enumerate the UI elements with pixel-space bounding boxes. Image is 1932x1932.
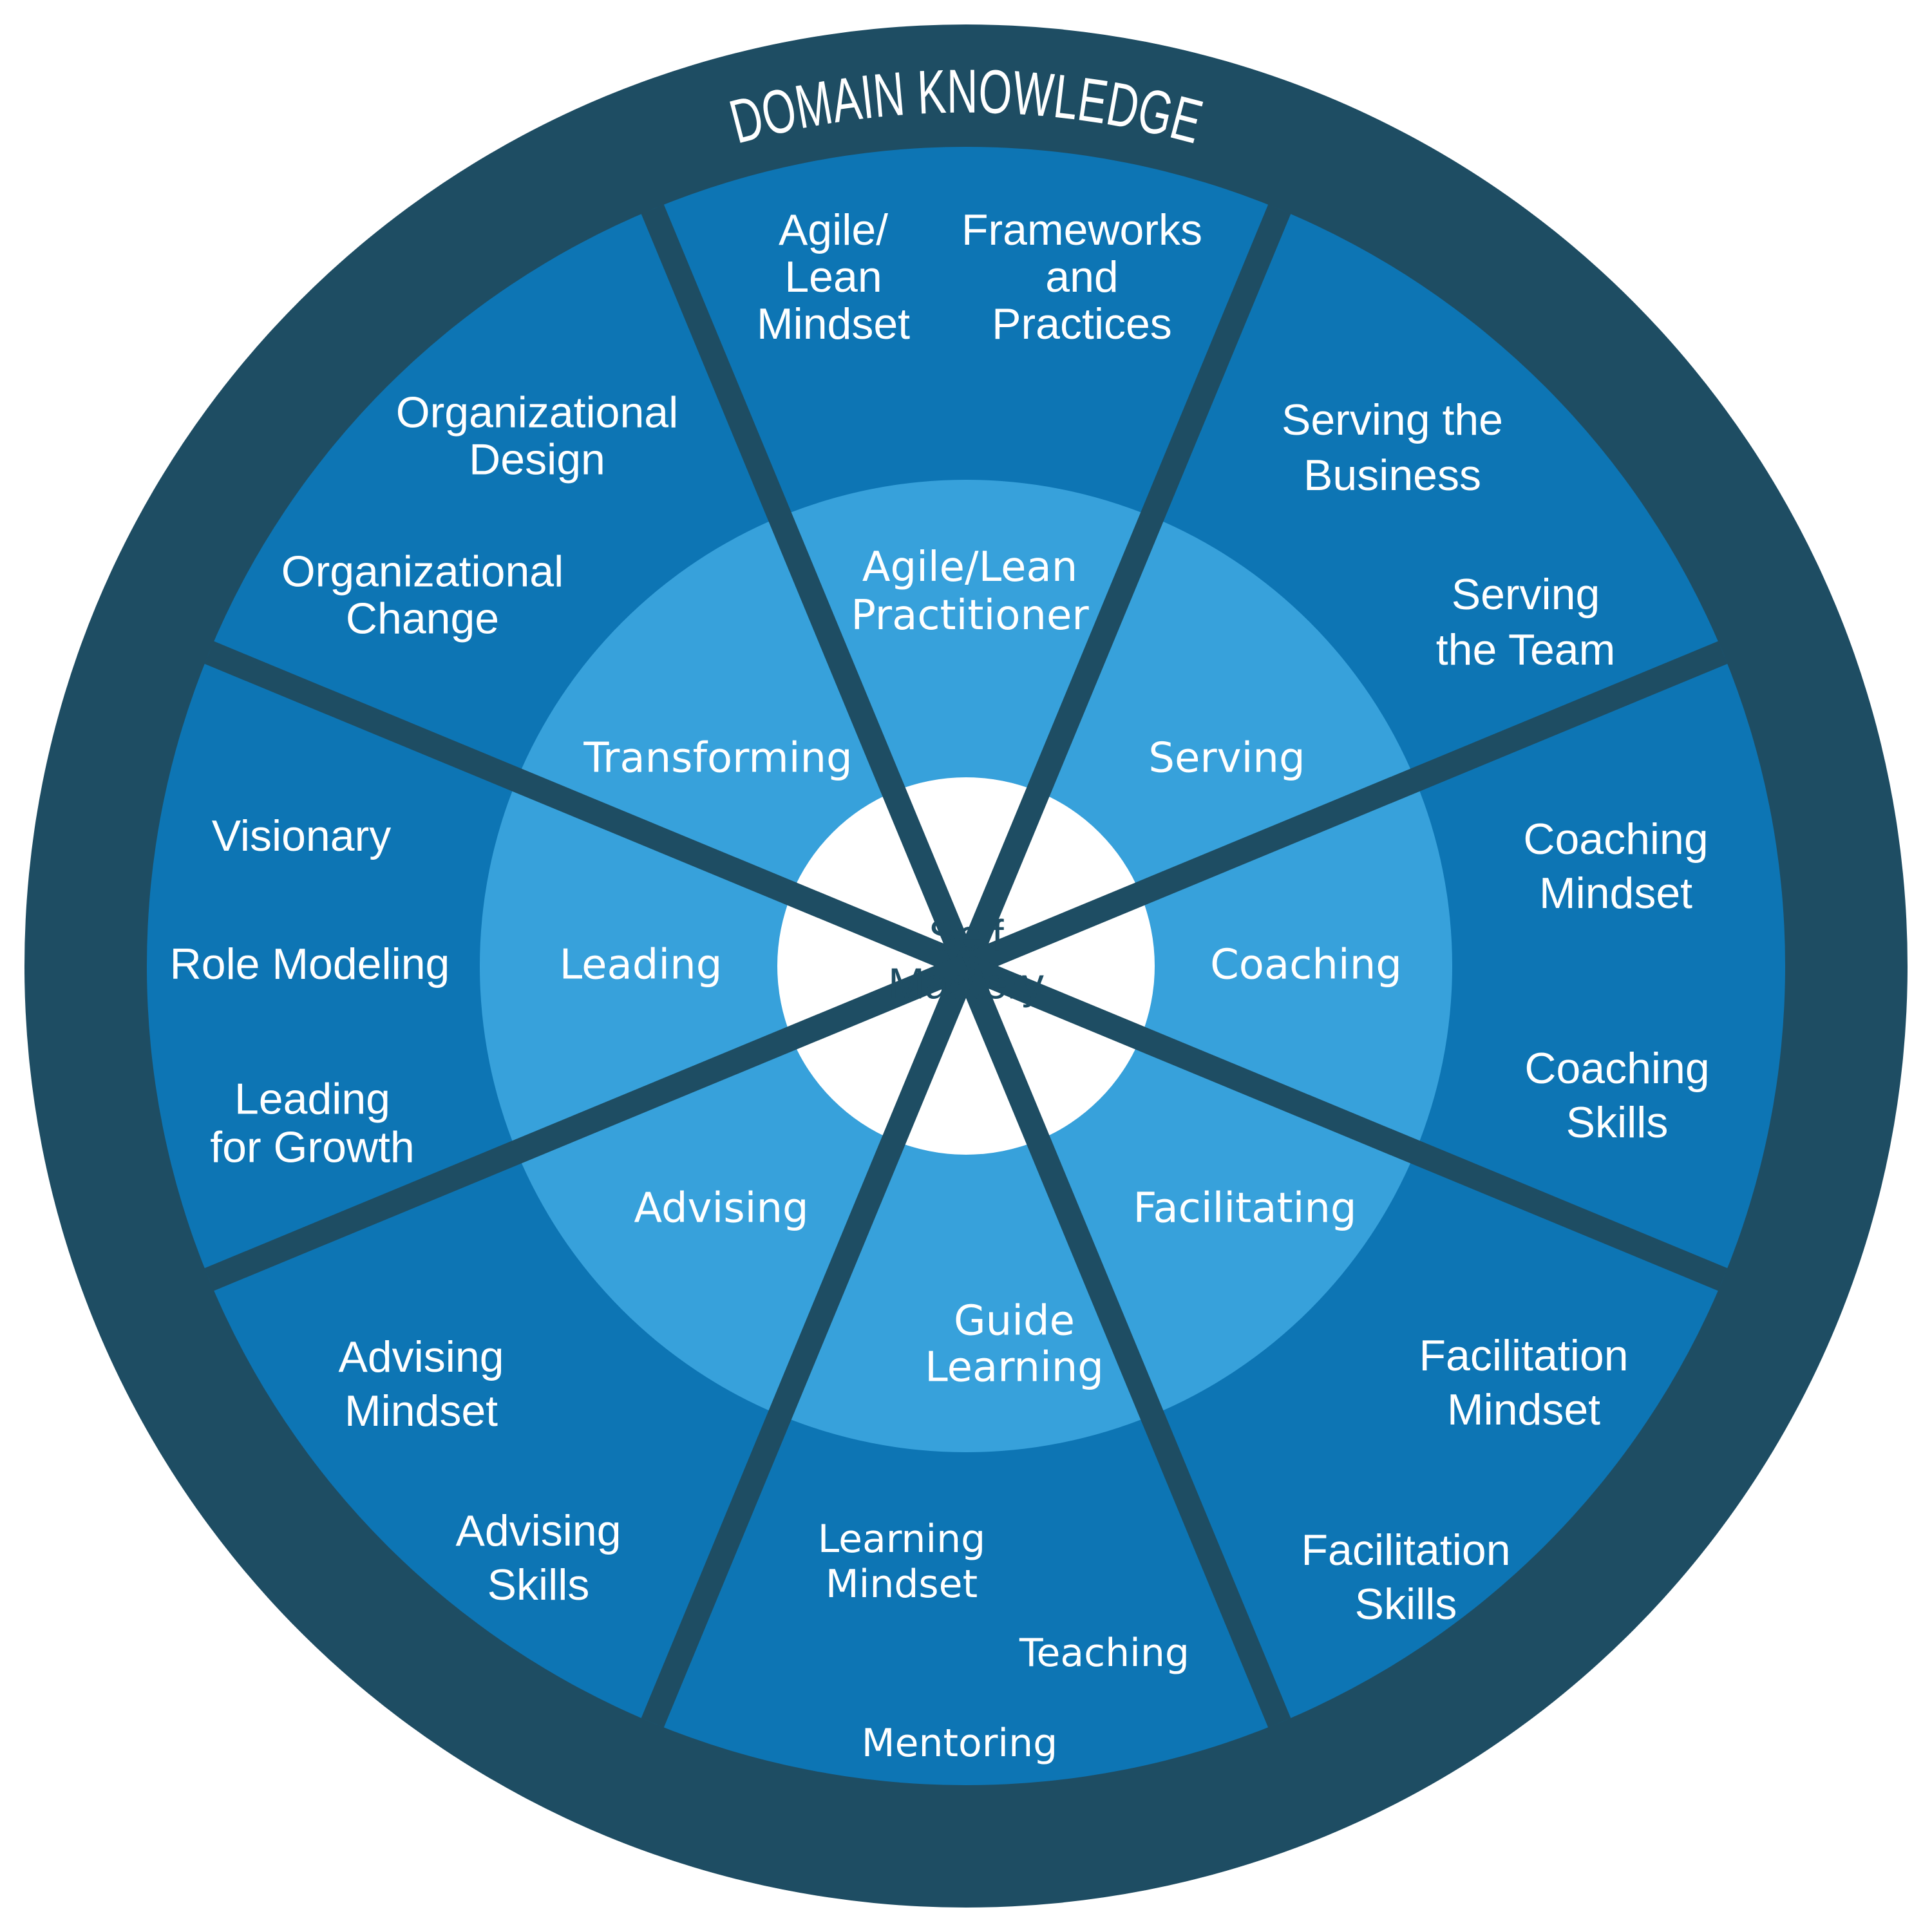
segment-outer-label-transforming-1-line: Design <box>469 435 605 484</box>
segment-inner-label-facilitating: Facilitating <box>1133 1184 1356 1232</box>
segment-inner-label-transforming: Transforming <box>583 734 852 782</box>
segment-divider <box>954 961 1291 1728</box>
segment-outer-label-guide-learning-3-line: Mentoring <box>862 1721 1057 1766</box>
segment-outer-label-leading-1-line: Visionary <box>212 811 391 860</box>
segment-outer-label-guide-learning-2-line: Teaching <box>1019 1631 1189 1676</box>
segment-outer-label-leading-3-line: Leading <box>234 1074 390 1123</box>
segment-outer-label-agile-lean-practitioner-1-line: Lean <box>784 252 882 301</box>
segment-inner-label-agile-lean-practitioner-line: Practitioner <box>851 592 1089 639</box>
segment-inner-label-transforming-line: Transforming <box>583 734 852 782</box>
center-label-line: Mastery <box>888 959 1044 1008</box>
segment-divider <box>204 954 971 1291</box>
segment-outer-label-transforming-2-line: Change <box>346 594 499 643</box>
segment-outer-label-leading-1: Visionary <box>212 811 391 860</box>
segment-outer-label-agile-lean-practitioner-1-line: Agile/ <box>779 205 888 254</box>
segment-outer-label-facilitating-2-line: Facilitation <box>1301 1526 1510 1575</box>
segment-outer-label-leading-3-line: for Growth <box>210 1122 414 1171</box>
segment-outer-label-serving-2: Serving the Team <box>1436 570 1615 674</box>
segment-inner-label-facilitating-line: Facilitating <box>1133 1184 1356 1232</box>
segment-outer-label-coaching-1-line: Coaching <box>1523 815 1708 864</box>
segment-outer-label-serving-1-line: Business <box>1303 451 1481 500</box>
segment-inner-label-guide-learning-line: Learning <box>925 1343 1104 1391</box>
segment-inner-label-leading: Leading <box>560 941 723 989</box>
segment-outer-label-leading-2-line: Role Modeling <box>170 940 450 989</box>
segment-outer-label-advising-2-line: Skills <box>488 1560 590 1609</box>
segment-outer-label-agile-lean-practitioner-2-line: and <box>1045 252 1118 301</box>
segment-outer-label-advising-1-line: Advising <box>338 1332 504 1381</box>
segment-outer-label-serving-2-line: the Team <box>1436 625 1615 674</box>
segment-outer-label-coaching-1-line: Mindset <box>1539 869 1692 918</box>
segment-inner-label-serving: Serving <box>1148 734 1305 782</box>
segment-inner-label-coaching-line: Coaching <box>1210 941 1402 989</box>
segment-outer-label-agile-lean-practitioner-2-line: Frameworks <box>961 205 1202 254</box>
segment-inner-label-serving-line: Serving <box>1148 734 1305 782</box>
segment-outer-label-advising-2-line: Advising <box>455 1506 621 1555</box>
segment-inner-label-advising-line: Advising <box>634 1184 808 1232</box>
segment-divider <box>204 641 971 978</box>
segment-divider <box>641 204 978 971</box>
segment-outer-label-serving-2-line: Serving <box>1452 570 1600 619</box>
segment-divider <box>954 204 1291 971</box>
segment-outer-label-facilitating-2-line: Skills <box>1355 1580 1457 1629</box>
segment-divider <box>961 641 1728 978</box>
center-label-line: Self <box>928 911 1003 960</box>
segment-outer-label-advising-1-line: Mindset <box>345 1387 498 1435</box>
segment-outer-label-guide-learning-1-line: Mindset <box>826 1562 978 1607</box>
segment-outer-label-agile-lean-practitioner-2-line: Practices <box>992 299 1172 348</box>
segment-inner-label-coaching: Coaching <box>1210 941 1402 989</box>
segment-inner-label-advising: Advising <box>634 1184 808 1232</box>
segment-outer-label-agile-lean-practitioner-1-line: Mindset <box>757 299 910 348</box>
segment-outer-label-leading-2: Role Modeling <box>170 940 450 989</box>
segment-outer-label-guide-learning-3: Mentoring <box>862 1721 1057 1766</box>
segment-divider <box>961 954 1728 1291</box>
segment-outer-label-facilitating-1-line: Facilitation <box>1419 1331 1628 1380</box>
wheel-dividers <box>204 204 1728 1728</box>
segment-outer-label-guide-learning-1-line: Learning <box>818 1517 985 1562</box>
segment-inner-label-leading-line: Leading <box>560 941 723 989</box>
segment-outer-label-transforming-1-line: Organizational <box>396 388 678 437</box>
segment-outer-label-serving-1-line: Serving the <box>1282 395 1503 444</box>
segment-outer-label-guide-learning-2: Teaching <box>1019 1631 1189 1676</box>
segment-outer-label-facilitating-1-line: Mindset <box>1447 1385 1600 1434</box>
segment-divider <box>641 961 978 1728</box>
segment-outer-label-coaching-2-line: Coaching <box>1524 1044 1709 1093</box>
segment-outer-label-coaching-2-line: Skills <box>1566 1098 1669 1147</box>
segment-inner-label-agile-lean-practitioner-line: Agile/Lean <box>862 544 1078 591</box>
segment-inner-label-guide-learning-line: Guide <box>954 1297 1075 1345</box>
segment-outer-label-transforming-2-line: Organizational <box>281 547 564 596</box>
